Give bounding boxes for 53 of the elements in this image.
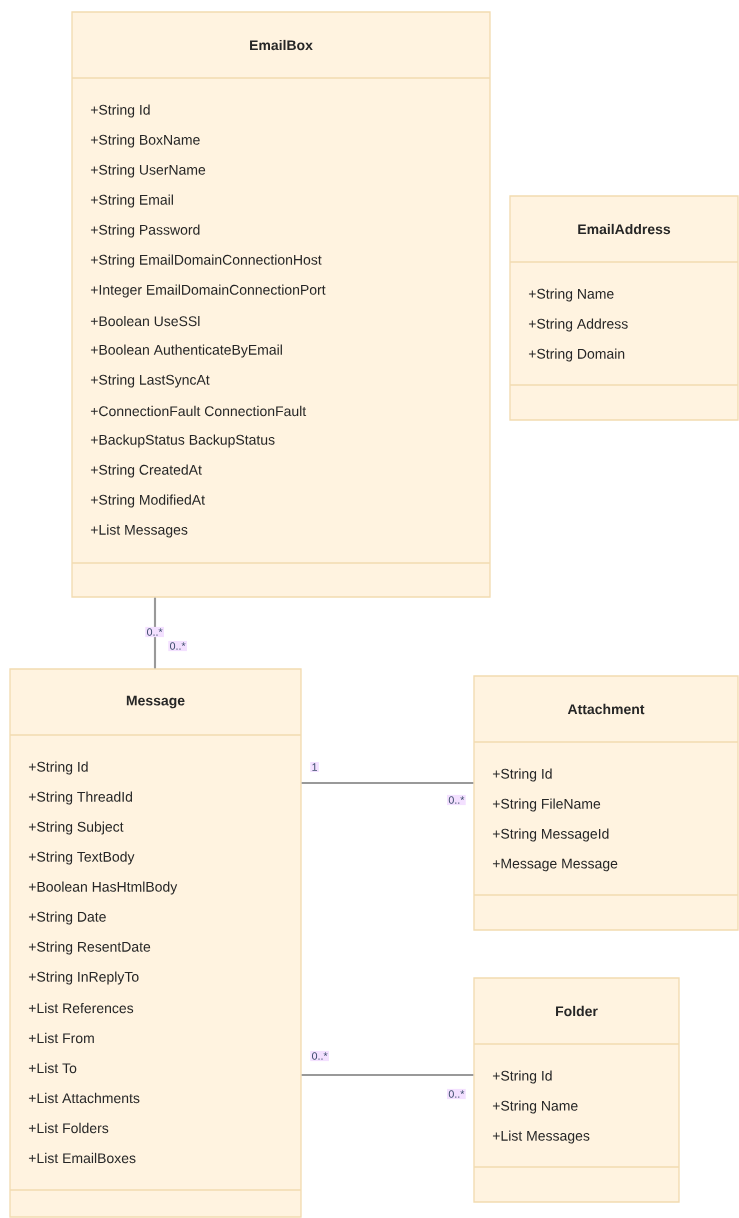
multiplicity-label: 1 <box>310 762 319 772</box>
attribute: +String Name <box>528 288 614 302</box>
attribute: +Boolean AuthenticateByEmail <box>90 344 282 358</box>
class-name: EmailAddress <box>578 223 671 235</box>
class-name: Attachment <box>567 703 645 715</box>
attribute: +String MessageId <box>492 828 609 842</box>
attribute: +String Address <box>528 318 628 332</box>
attribute: +List Messages <box>90 524 188 538</box>
attribute: +String Domain <box>528 348 625 362</box>
attribute: +String Id <box>492 768 552 782</box>
multiplicity-label: 0..* <box>447 794 466 806</box>
attribute: +String ResentDate <box>28 941 151 955</box>
attribute: +String LastSyncAt <box>90 374 210 388</box>
attribute: +String CreatedAt <box>90 464 202 478</box>
attribute: +String Name <box>492 1100 578 1114</box>
attribute: +String Date <box>28 911 106 925</box>
attribute: +BackupStatus BackupStatus <box>90 434 275 448</box>
attribute: +String Id <box>28 761 88 775</box>
attribute: +Boolean HasHtmlBody <box>28 881 178 895</box>
attribute: +List References <box>28 1002 134 1014</box>
attribute: +Boolean UseSSl <box>90 315 200 327</box>
attribute: +List Folders <box>28 1122 109 1134</box>
class-name: EmailBox <box>250 39 313 51</box>
attribute: +Message Message <box>492 858 618 872</box>
class-name: Folder <box>556 1005 598 1017</box>
attribute: +String FileName <box>492 798 601 812</box>
attribute: +String Email <box>90 194 173 208</box>
attribute: +String TextBody <box>28 851 135 865</box>
association-line <box>153 597 157 669</box>
attribute: +String ModifiedAt <box>90 494 205 508</box>
attribute: +String Password <box>90 224 200 238</box>
attribute: +String BoxName <box>90 134 200 148</box>
class-name: Message <box>126 695 185 709</box>
attribute: +List From <box>28 1032 94 1044</box>
attribute: +String Id <box>492 1070 552 1084</box>
multiplicity-label: 0..* <box>310 1050 329 1062</box>
association-line <box>301 781 474 785</box>
attribute: +List EmailBoxes <box>28 1152 136 1164</box>
attribute: +String UserName <box>90 164 206 178</box>
attribute: +String ThreadId <box>28 791 132 805</box>
multiplicity-label: 0..* <box>145 626 164 638</box>
attribute: +List Attachments <box>28 1092 140 1104</box>
attribute: +String Subject <box>28 821 124 835</box>
multiplicity-label: 0..* <box>447 1088 466 1100</box>
attribute: +List Messages <box>492 1130 590 1144</box>
multiplicity-label: 0..* <box>168 640 187 652</box>
attribute: +Integer EmailDomainConnectionPort <box>90 284 326 298</box>
attribute: +String EmailDomainConnectionHost <box>90 254 322 268</box>
attribute: +List To <box>28 1062 77 1074</box>
attribute: +String Id <box>90 104 150 118</box>
attribute: +ConnectionFault ConnectionFault <box>90 405 307 417</box>
attribute: +String InReplyTo <box>28 971 139 985</box>
association-line <box>301 1073 474 1077</box>
